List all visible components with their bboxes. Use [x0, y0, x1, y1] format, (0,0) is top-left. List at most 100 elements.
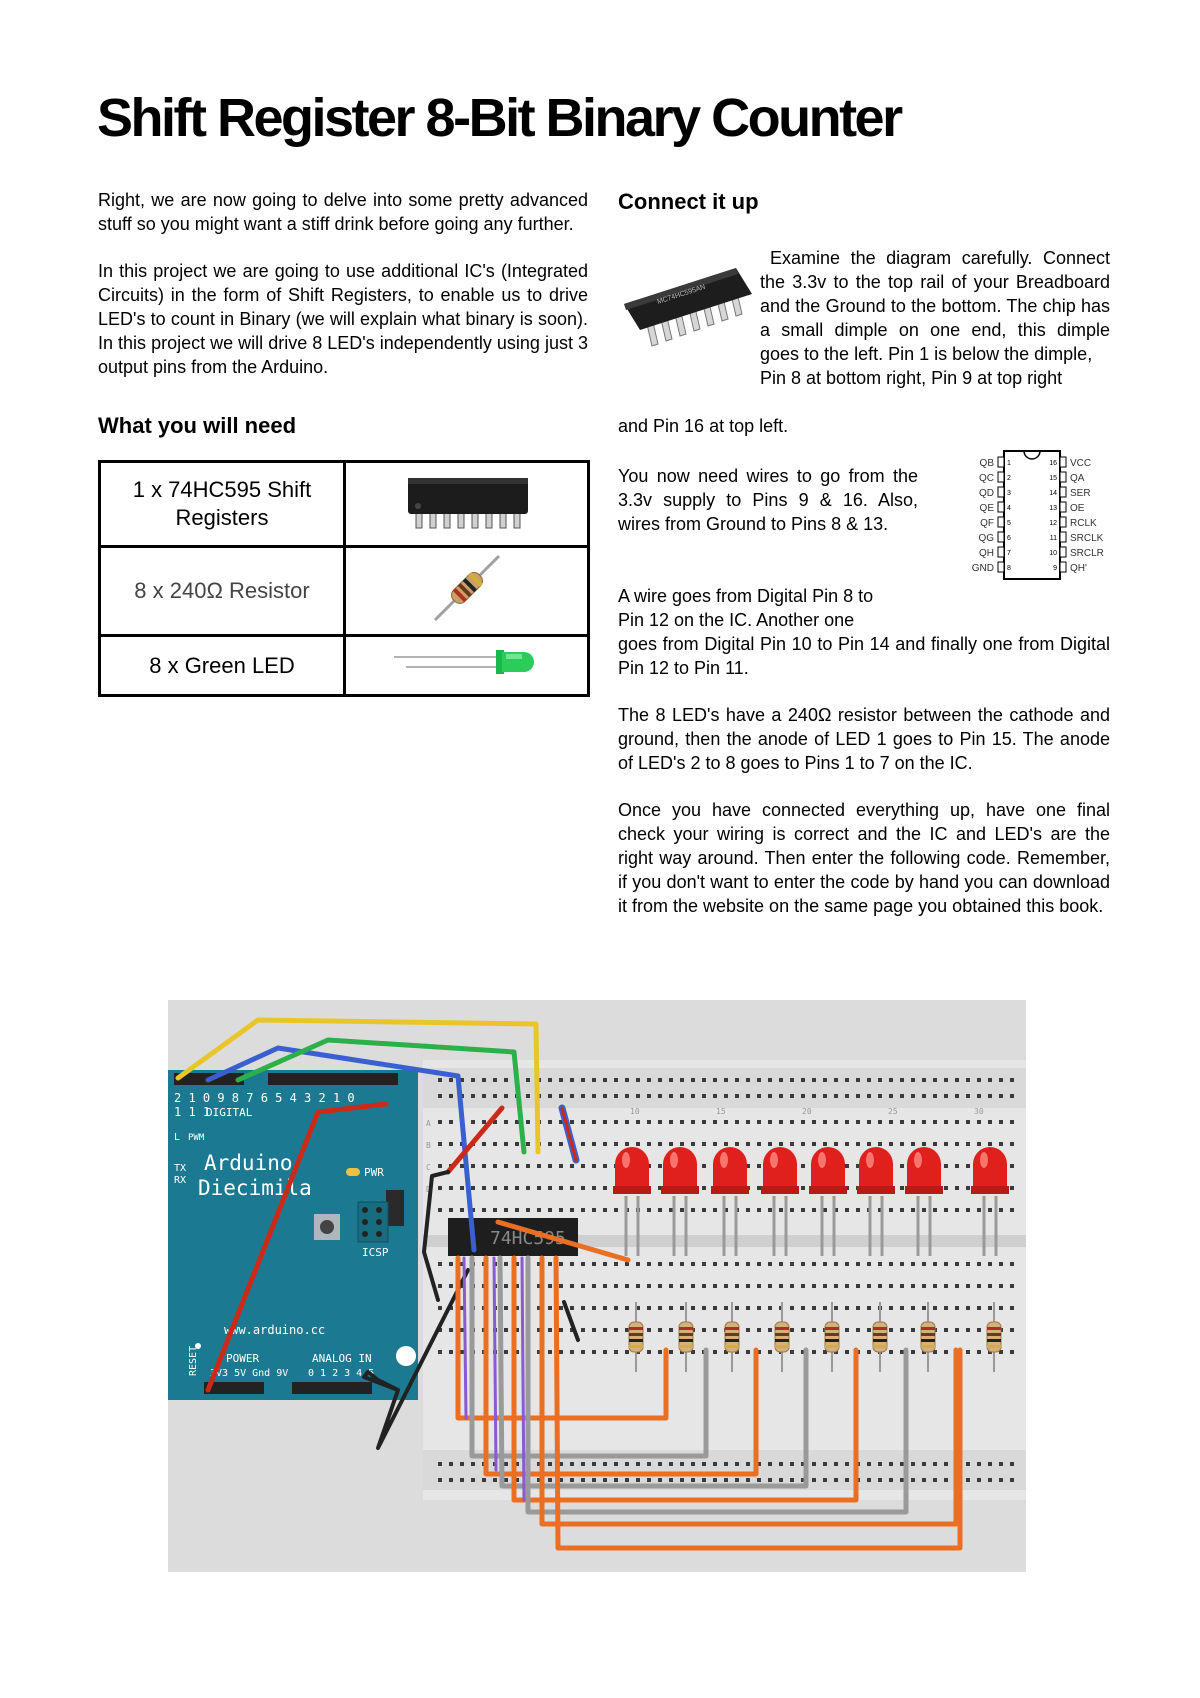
- breadboard-hole: [449, 1350, 453, 1354]
- breadboard-hole: [889, 1078, 893, 1082]
- breadboard-hole: [658, 1462, 662, 1466]
- breadboard-hole: [504, 1350, 508, 1354]
- breadboard-hole: [592, 1350, 596, 1354]
- breadboard-hole: [515, 1284, 519, 1288]
- row-letter: A: [426, 1119, 431, 1128]
- breadboard-hole: [647, 1078, 651, 1082]
- breadboard-hole: [460, 1350, 464, 1354]
- breadboard-hole: [625, 1350, 629, 1354]
- resistor-band: [725, 1339, 739, 1342]
- breadboard-hole: [603, 1284, 607, 1288]
- resistor-band: [921, 1327, 935, 1330]
- breadboard-hole: [636, 1142, 640, 1146]
- parts-label-resistor: 8 x 240Ω Resistor: [98, 545, 346, 637]
- breadboard-hole: [900, 1462, 904, 1466]
- breadboard-hole: [867, 1262, 871, 1266]
- breadboard-hole: [845, 1142, 849, 1146]
- breadboard-hole: [482, 1164, 486, 1168]
- breadboard-hole: [856, 1142, 860, 1146]
- breadboard-hole: [900, 1208, 904, 1212]
- breadboard-hole: [493, 1078, 497, 1082]
- ic-label: 74HC595: [490, 1228, 566, 1249]
- resistor-row: [628, 1302, 1002, 1372]
- breadboard-hole: [724, 1350, 728, 1354]
- breadboard-hole: [999, 1120, 1003, 1124]
- breadboard-hole: [537, 1350, 541, 1354]
- breadboard-hole: [724, 1306, 728, 1310]
- breadboard-hole: [922, 1142, 926, 1146]
- pin-lead: [997, 516, 1005, 528]
- breadboard-hole: [746, 1462, 750, 1466]
- breadboard-hole: [680, 1094, 684, 1098]
- breadboard-hole: [746, 1262, 750, 1266]
- breadboard-hole: [570, 1208, 574, 1212]
- pin-number: 9: [1053, 565, 1057, 572]
- breadboard-hole: [625, 1142, 629, 1146]
- breadboard-hole: [955, 1328, 959, 1332]
- breadboard-hole: [537, 1462, 541, 1466]
- breadboard-hole: [779, 1120, 783, 1124]
- breadboard-hole: [911, 1350, 915, 1354]
- pin-name: SER: [1070, 488, 1091, 499]
- breadboard-hole: [922, 1462, 926, 1466]
- breadboard-hole: [669, 1462, 673, 1466]
- breadboard-hole: [449, 1142, 453, 1146]
- breadboard-hole: [768, 1350, 772, 1354]
- breadboard-hole: [768, 1284, 772, 1288]
- breadboard-hole: [1010, 1284, 1014, 1288]
- breadboard-hole: [438, 1328, 442, 1332]
- breadboard-hole: [658, 1306, 662, 1310]
- red-led: [713, 1147, 747, 1190]
- breadboard-hole: [900, 1142, 904, 1146]
- breadboard-hole: [856, 1262, 860, 1266]
- connect-intro: Examine the diagram carefully. Connect t…: [760, 246, 1110, 390]
- pin-lead: [997, 531, 1005, 543]
- pin-name: QF: [980, 518, 994, 529]
- breadboard-hole: [713, 1462, 717, 1466]
- breadboard-hole: [570, 1120, 574, 1124]
- resistor-band: [679, 1345, 693, 1348]
- resistor-band: [873, 1339, 887, 1342]
- breadboard-hole: [504, 1142, 508, 1146]
- breadboard-hole: [669, 1208, 673, 1212]
- breadboard-hole: [955, 1208, 959, 1212]
- breadboard-hole: [735, 1350, 739, 1354]
- breadboard-hole: [702, 1262, 706, 1266]
- red-led: [859, 1147, 893, 1190]
- breadboard-hole: [504, 1120, 508, 1124]
- pin-number: 12: [1049, 520, 1057, 527]
- breadboard-hole: [636, 1462, 640, 1466]
- breadboard-hole: [548, 1186, 552, 1190]
- breadboard-hole: [779, 1094, 783, 1098]
- arduino-pwm-label: PWM: [188, 1133, 205, 1143]
- red-led: [663, 1147, 697, 1190]
- breadboard-hole: [933, 1478, 937, 1482]
- breadboard-hole: [680, 1478, 684, 1482]
- arduino-digital-label: DIGITAL: [206, 1106, 253, 1119]
- breadboard-hole: [614, 1462, 618, 1466]
- breadboard-hole: [790, 1142, 794, 1146]
- breadboard-hole: [966, 1208, 970, 1212]
- breadboard-hole: [548, 1462, 552, 1466]
- breadboard-hole: [658, 1078, 662, 1082]
- breadboard-hole: [713, 1306, 717, 1310]
- breadboard-hole: [757, 1094, 761, 1098]
- breadboard-hole: [889, 1284, 893, 1288]
- breadboard-hole: [1010, 1306, 1014, 1310]
- breadboard-hole: [999, 1078, 1003, 1082]
- breadboard-hole: [625, 1328, 629, 1332]
- breadboard-hole: [570, 1350, 574, 1354]
- breadboard-hole: [845, 1462, 849, 1466]
- breadboard-hole: [944, 1120, 948, 1124]
- breadboard-hole: [966, 1284, 970, 1288]
- breadboard-hole: [537, 1306, 541, 1310]
- arduino-digital-tens: 1 1 1: [174, 1105, 210, 1119]
- breadboard-hole: [768, 1306, 772, 1310]
- breadboard-hole: [933, 1120, 937, 1124]
- breadboard-hole: [691, 1262, 695, 1266]
- led-rim: [711, 1186, 749, 1194]
- breadboard-hole: [823, 1094, 827, 1098]
- breadboard-hole: [603, 1350, 607, 1354]
- resistor-band: [825, 1339, 839, 1342]
- breadboard-hole: [845, 1478, 849, 1482]
